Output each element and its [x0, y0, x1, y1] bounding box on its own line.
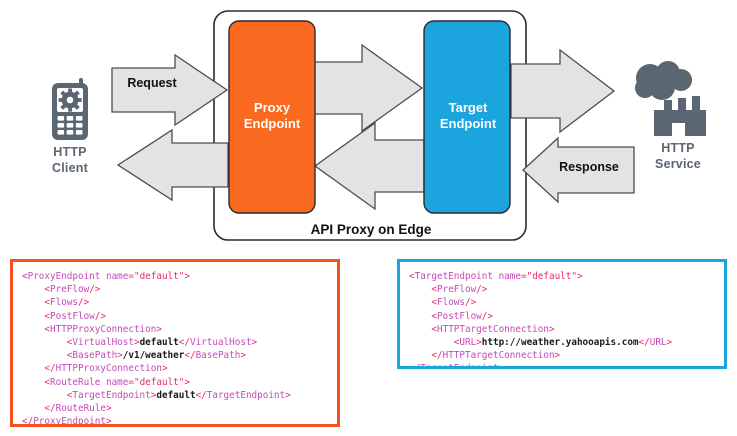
code-line: </HTTPProxyConnection>: [44, 363, 168, 375]
code-line: <URL>http://weather.yahooapis.com</URL>: [453, 336, 673, 348]
factory-cloud-icon: [635, 61, 706, 136]
code-line: </ProxyEndpoint>: [22, 416, 112, 427]
code-line: <PreFlow/>: [431, 284, 488, 296]
code-line: <TargetEndpoint name="default">: [409, 271, 583, 282]
code-line: <PreFlow/>: [44, 284, 101, 296]
code-line: </TargetEndpoint>: [409, 363, 505, 369]
proxy-endpoint-box[interactable]: [228, 20, 316, 214]
arrow-client-outbound: [116, 128, 229, 202]
code-line: <HTTPProxyConnection>: [44, 323, 162, 335]
arrow-proxy-to-target: [312, 43, 424, 133]
code-line: <PostFlow/>: [44, 310, 106, 322]
code-line: <RouteRule name="default">: [44, 376, 190, 388]
target-endpoint-xml-panel[interactable]: <TargetEndpoint name="default"> <PreFlow…: [397, 259, 727, 369]
arrow-response: [522, 136, 635, 204]
proxy-endpoint-xml-panel[interactable]: <ProxyEndpoint name="default"> <PreFlow/…: [10, 259, 340, 427]
code-line: <VirtualHost>default</VirtualHost>: [66, 336, 258, 348]
code-line: </RouteRule>: [44, 402, 112, 414]
code-line: <Flows/>: [44, 297, 90, 309]
code-line: <Flows/>: [431, 297, 477, 309]
arrow-request: [111, 53, 229, 127]
code-line: <PostFlow/>: [431, 310, 493, 322]
target-endpoint-box[interactable]: [423, 20, 511, 214]
code-line: <HTTPTargetConnection>: [431, 323, 555, 335]
code-line: <BasePath>/v1/weather</BasePath>: [66, 350, 246, 362]
mobile-phone-gear-icon: [52, 78, 88, 140]
arrow-target-to-proxy: [313, 121, 425, 211]
code-line: <TargetEndpoint>default</TargetEndpoint>: [66, 389, 291, 401]
code-line: </HTTPTargetConnection>: [431, 350, 561, 362]
code-line: <ProxyEndpoint name="default">: [22, 271, 190, 282]
arrow-service-inbound: [510, 48, 616, 134]
api-proxy-flow-diagram: .arw{fill:#e3e3e3;stroke:#4d4d4d;stroke-…: [52, 10, 706, 241]
